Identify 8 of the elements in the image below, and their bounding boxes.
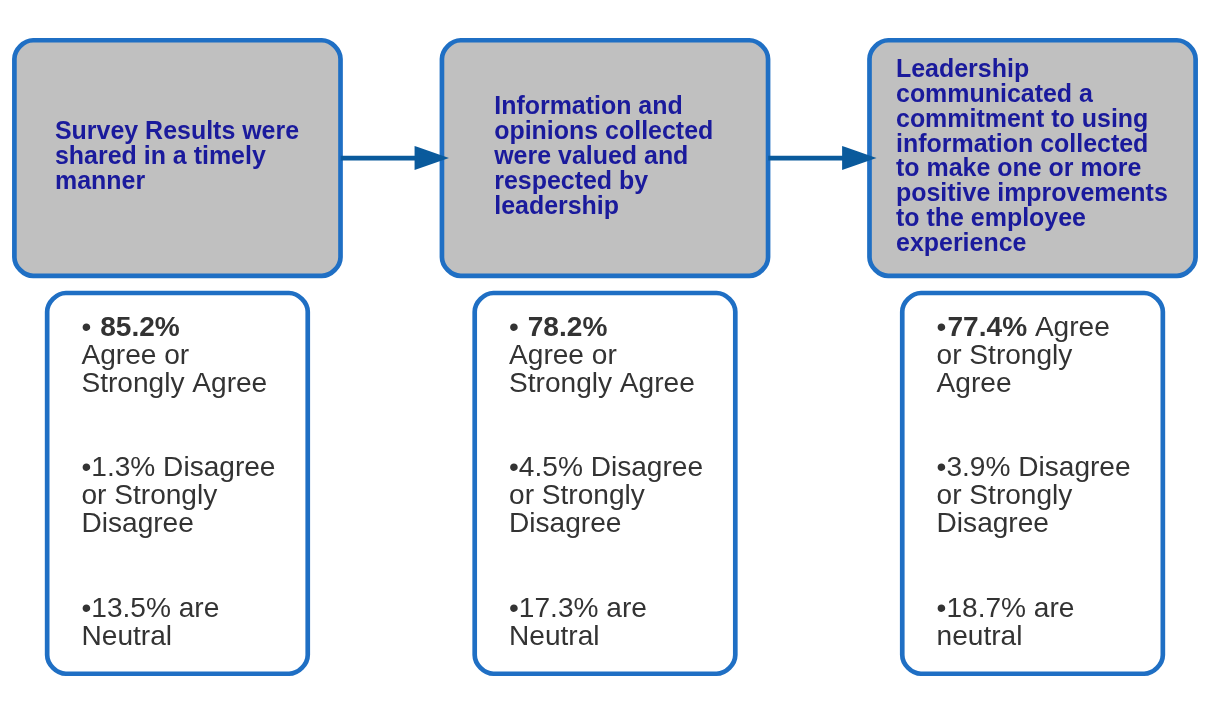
arrow xyxy=(340,145,449,170)
node-box: Information and opinions collected were valued and respected by leadership xyxy=(439,37,771,278)
node-box: •77.4% Agree or Strongly Agree •3.9% Disagree or Strongly Disagree •18.7% are neutral xyxy=(899,290,1166,676)
node-box: • 85.2% Agree or Strongly Agree •1.3% Disagree or Strongly Disagree •13.5% are Neutral xyxy=(44,290,311,676)
arrow xyxy=(768,145,877,170)
node-box: Survey Results were shared in a timely manner xyxy=(12,37,343,278)
node-box: Leadership communicated a commitment to using information collected to make one or more positive improvements to the employee experience xyxy=(867,37,1198,278)
node-box: • 78.2% Agree or Strongly Agree •4.5% Disagree or Strongly Disagree •17.3% are Neutral xyxy=(472,290,738,676)
